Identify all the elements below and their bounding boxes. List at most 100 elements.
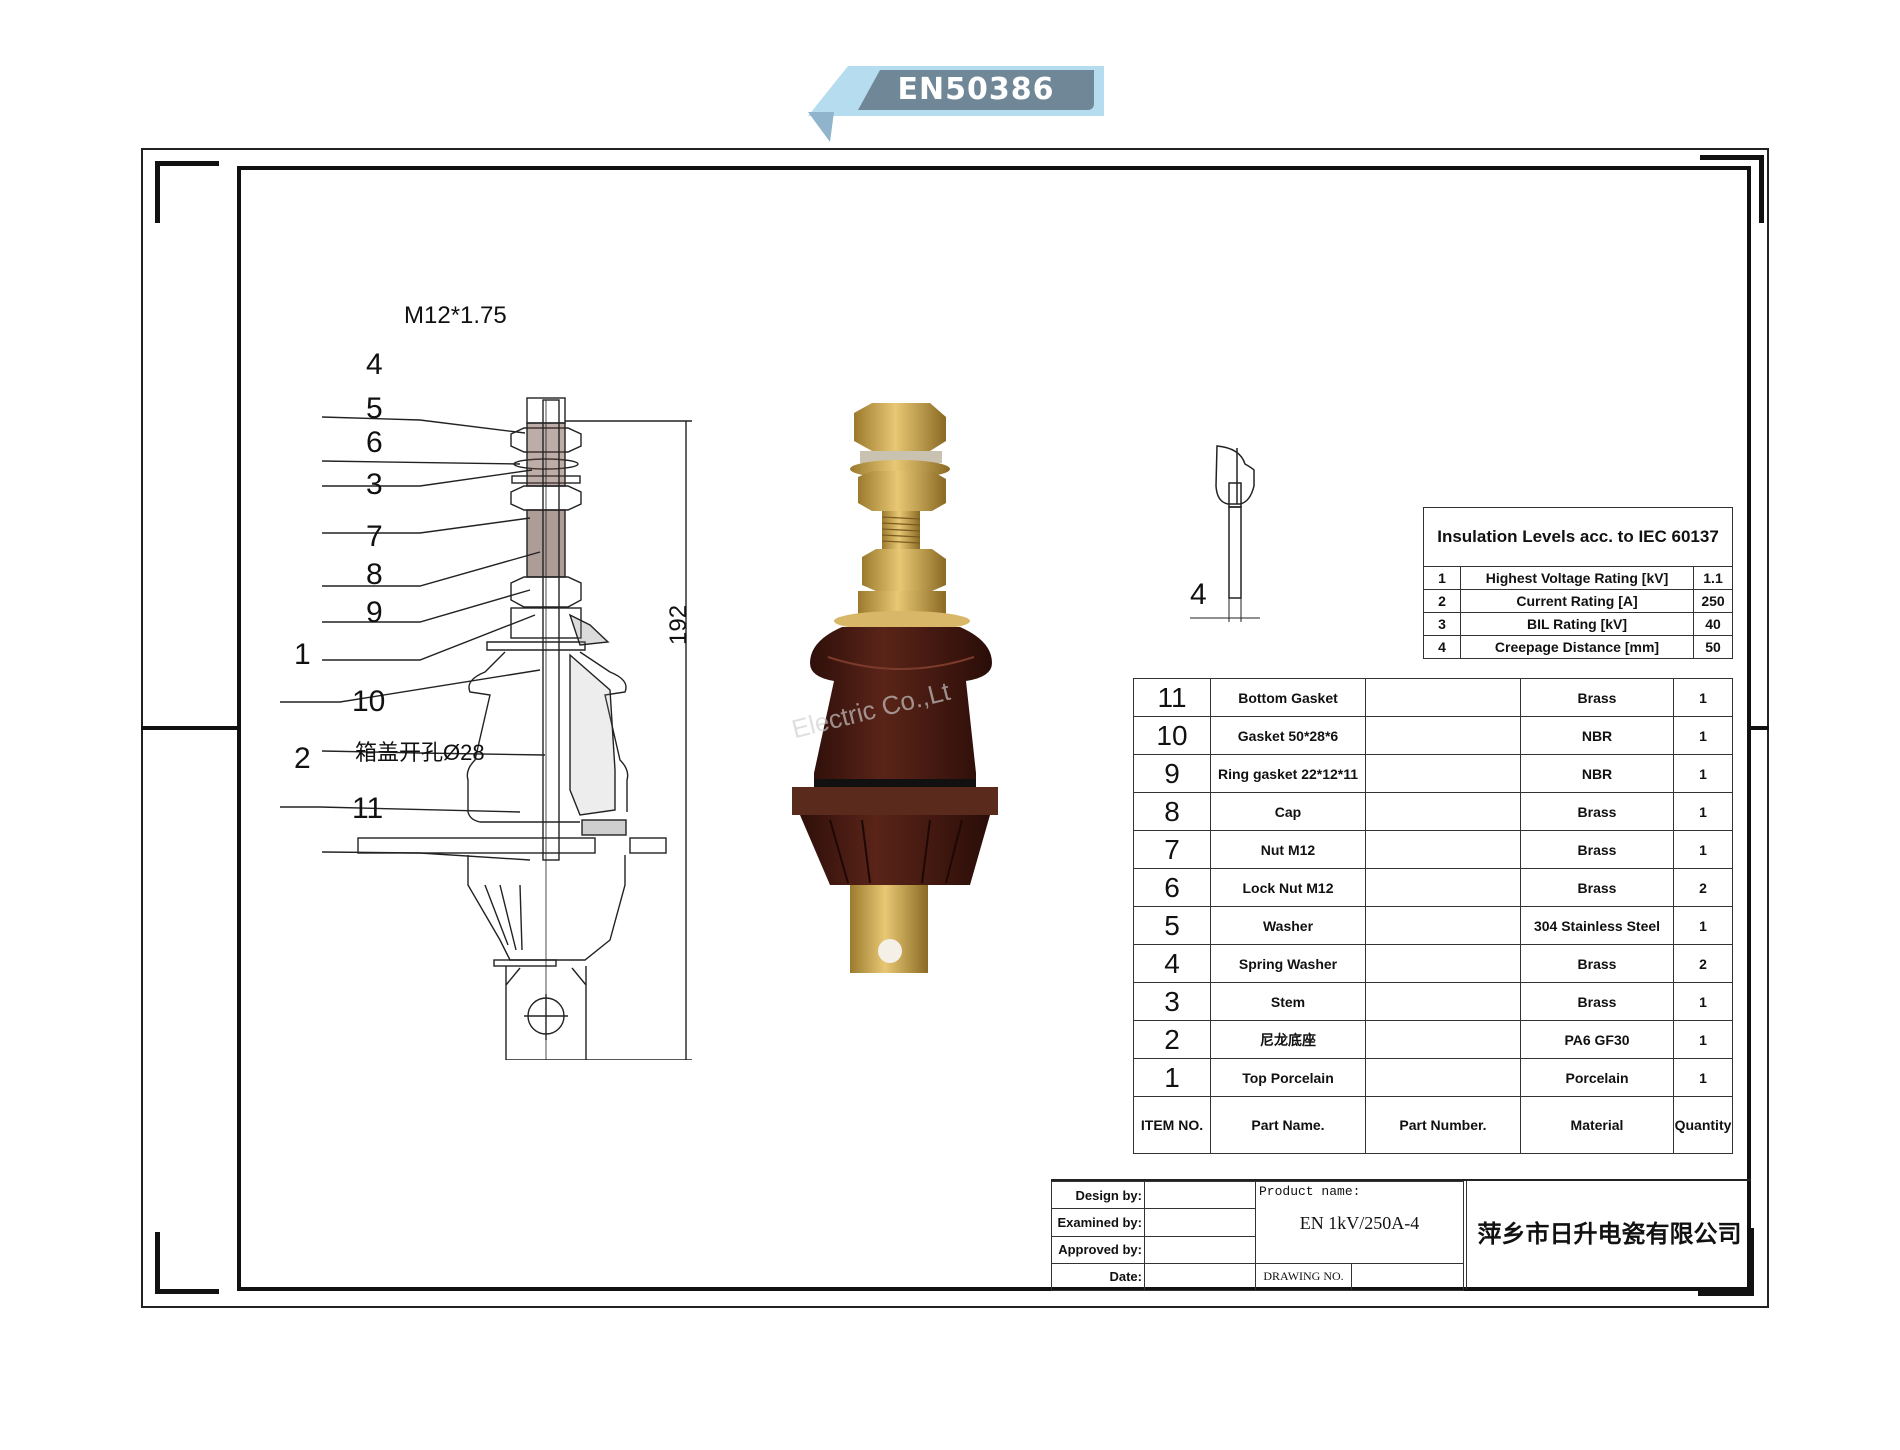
quantity: 1 [1673, 1020, 1733, 1059]
date-value [1144, 1262, 1256, 1292]
part-name: Cap [1210, 792, 1366, 831]
material: NBR [1520, 754, 1674, 793]
part-number [1365, 944, 1521, 983]
part-number [1365, 1020, 1521, 1059]
height-dimension-label: 192 [665, 604, 692, 645]
material: 304 Stainless Steel [1520, 906, 1674, 945]
quantity: 1 [1673, 754, 1733, 793]
parameter-name: Creepage Distance [mm] [1460, 635, 1694, 659]
callout-9: 9 [366, 596, 383, 629]
table-header-row: ITEM NO. Part Name. Part Number. Materia… [1133, 1096, 1733, 1154]
callout-8: 8 [366, 558, 383, 591]
banner-ribbon-tail [808, 112, 834, 142]
material: PA6 GF30 [1520, 1020, 1674, 1059]
company-name: 萍乡市日升电瓷有限公司 [1466, 1181, 1752, 1289]
drawing-no-value [1351, 1262, 1464, 1292]
material: Porcelain [1520, 1058, 1674, 1097]
corner-mark-bottom-right [1698, 1228, 1754, 1296]
date-label: Date: [1051, 1262, 1145, 1292]
row-number: 4 [1423, 635, 1461, 659]
corner-mark-top-left [155, 161, 219, 223]
part-number [1365, 830, 1521, 869]
header-quantity: Quantity [1673, 1096, 1733, 1154]
item-number: 3 [1133, 982, 1211, 1021]
item-number: 9 [1133, 754, 1211, 793]
callout-7: 7 [366, 520, 383, 553]
approved-by-label: Approved by: [1051, 1235, 1145, 1264]
quantity: 1 [1673, 982, 1733, 1021]
table-row: 2 Current Rating [A] 250 [1423, 589, 1733, 613]
part-number [1365, 868, 1521, 907]
parameter-name: Highest Voltage Rating [kV] [1460, 566, 1694, 590]
part-number [1365, 982, 1521, 1021]
item-number: 4 [1133, 944, 1211, 983]
callout-2: 2 [294, 742, 311, 775]
item-number: 2 [1133, 1020, 1211, 1059]
header-item-no: ITEM NO. [1133, 1096, 1211, 1154]
inner-border [237, 166, 1751, 1291]
callout-11: 11 [352, 792, 384, 825]
header-part-name: Part Name. [1210, 1096, 1366, 1154]
product-photo: Electric Co.,Lt [770, 395, 1020, 1085]
callout-6: 6 [366, 426, 383, 459]
part-name: Lock Nut M12 [1210, 868, 1366, 907]
corner-mark-bottom-left [155, 1232, 219, 1294]
insulation-levels-table: Insulation Levels acc. to IEC 60137 1 Hi… [1423, 507, 1733, 659]
part-number [1365, 678, 1521, 717]
part-name: Top Porcelain [1210, 1058, 1366, 1097]
item-number: 1 [1133, 1058, 1211, 1097]
terminal-detail-view: 4 [1180, 430, 1300, 630]
detail-svg [1190, 445, 1260, 622]
parameter-name: BIL Rating [kV] [1460, 612, 1694, 636]
item-number: 6 [1133, 868, 1211, 907]
callout-5: 5 [366, 392, 383, 425]
quantity: 1 [1673, 830, 1733, 869]
callout-3: 3 [366, 468, 383, 501]
table-row: 1 Highest Voltage Rating [kV] 1.1 [1423, 566, 1733, 590]
center-mark-left [141, 726, 239, 730]
part-name: Washer [1210, 906, 1366, 945]
design-by-value [1144, 1180, 1256, 1210]
examined-by-label: Examined by: [1051, 1208, 1145, 1237]
product-name-label: Product name: [1259, 1184, 1361, 1199]
title-block: Design by: Product name: EN 1kV/250A-4 E… [1051, 1179, 1751, 1293]
item-number: 5 [1133, 906, 1211, 945]
row-number: 2 [1423, 589, 1461, 613]
part-number [1365, 792, 1521, 831]
banner-label: EN50386 [897, 72, 1055, 107]
standard-banner: EN50386 [808, 62, 1104, 142]
part-name: Spring Washer [1210, 944, 1366, 983]
quantity: 1 [1673, 716, 1733, 755]
table-row: 3 BIL Rating [kV] 40 [1423, 612, 1733, 636]
cover-hole-note: 箱盖开孔Ø28 [355, 740, 485, 765]
part-name: Stem [1210, 982, 1366, 1021]
part-name: Ring gasket 22*12*11 [1210, 754, 1366, 793]
section-drawing-svg [270, 397, 692, 1061]
thread-spec-label: M12*1.75 [404, 302, 507, 329]
center-mark-right [1751, 726, 1769, 730]
part-name: Gasket 50*28*6 [1210, 716, 1366, 755]
part-number [1365, 754, 1521, 793]
banner-ribbon-front [858, 70, 1094, 110]
parameter-name: Current Rating [A] [1460, 589, 1694, 613]
callout-1: 1 [294, 638, 311, 671]
quantity: 1 [1673, 792, 1733, 831]
material: Brass [1520, 792, 1674, 831]
parameter-value: 50 [1693, 635, 1733, 659]
quantity: 1 [1673, 1058, 1733, 1097]
item-number: 10 [1133, 716, 1211, 755]
bushing-section-drawing: M12*1.75 箱盖开孔Ø28 192 4 5 6 3 7 8 9 1 10 … [270, 302, 730, 1061]
quantity: 1 [1673, 906, 1733, 945]
header-material: Material [1520, 1096, 1674, 1154]
item-number: 7 [1133, 830, 1211, 869]
material: Brass [1520, 944, 1674, 983]
